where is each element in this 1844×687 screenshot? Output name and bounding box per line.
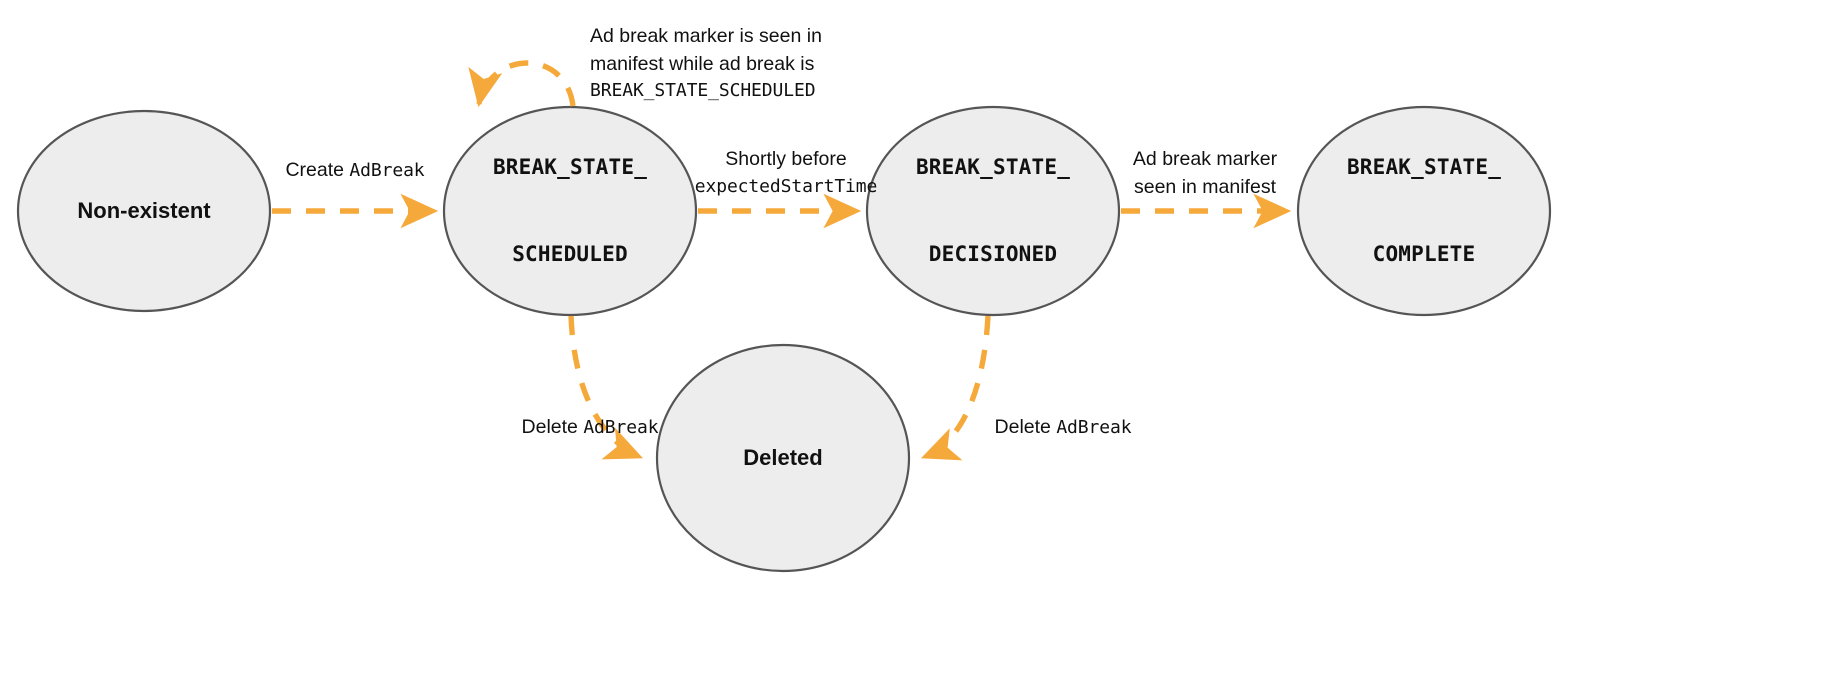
edge-label-line: Ad break marker is seen in <box>590 25 822 47</box>
edge-label-text: Create <box>285 159 350 181</box>
edge-label-text: Delete <box>521 416 584 438</box>
edge-label-line: Delete AdBreak <box>995 414 1132 442</box>
edge-decisioned-to-deleted <box>920 315 991 461</box>
edge-label-text: Delete <box>994 416 1057 438</box>
edge-label-line: manifest while ad break is <box>590 52 815 75</box>
edge-label-line: Shortly before <box>725 148 847 170</box>
edge-label-line: Delete AdBreak <box>522 414 659 442</box>
node-non-existent[interactable] <box>16 109 272 313</box>
edge-label-code: AdBreak <box>1056 417 1132 438</box>
edge-label-code: AdBreak <box>583 417 659 438</box>
edge-scheduled-to-deleted <box>568 315 643 460</box>
node-break-state-complete[interactable] <box>1296 105 1552 317</box>
edge-label-line: seen in manifest <box>1133 175 1276 198</box>
edge-label-marker-seen: Ad break marker seen in manifest <box>1133 146 1277 201</box>
edge-label-line: Ad break marker <box>1132 148 1278 170</box>
node-break-state-scheduled[interactable] <box>442 105 698 317</box>
edge-label-shortly-before: Shortly before expectedStartTime <box>695 146 878 199</box>
node-deleted[interactable] <box>655 343 911 573</box>
edge-label-delete-adbreak-left: Delete AdBreak <box>522 414 659 442</box>
edge-label-line: Create AdBreak <box>285 157 424 185</box>
edge-label-code: BREAK_STATE_SCHEDULED <box>590 80 816 102</box>
edge-label-code: AdBreak <box>349 160 425 181</box>
edge-self-loop-scheduled <box>468 60 576 108</box>
edge-label-self-loop: Ad break marker is seen in manifest whil… <box>590 23 822 104</box>
node-break-state-decisioned[interactable] <box>865 105 1121 317</box>
edge-label-code: expectedStartTime <box>694 175 878 197</box>
edge-label-create-adbreak: Create AdBreak <box>285 157 424 185</box>
edge-label-delete-adbreak-right: Delete AdBreak <box>995 414 1132 442</box>
